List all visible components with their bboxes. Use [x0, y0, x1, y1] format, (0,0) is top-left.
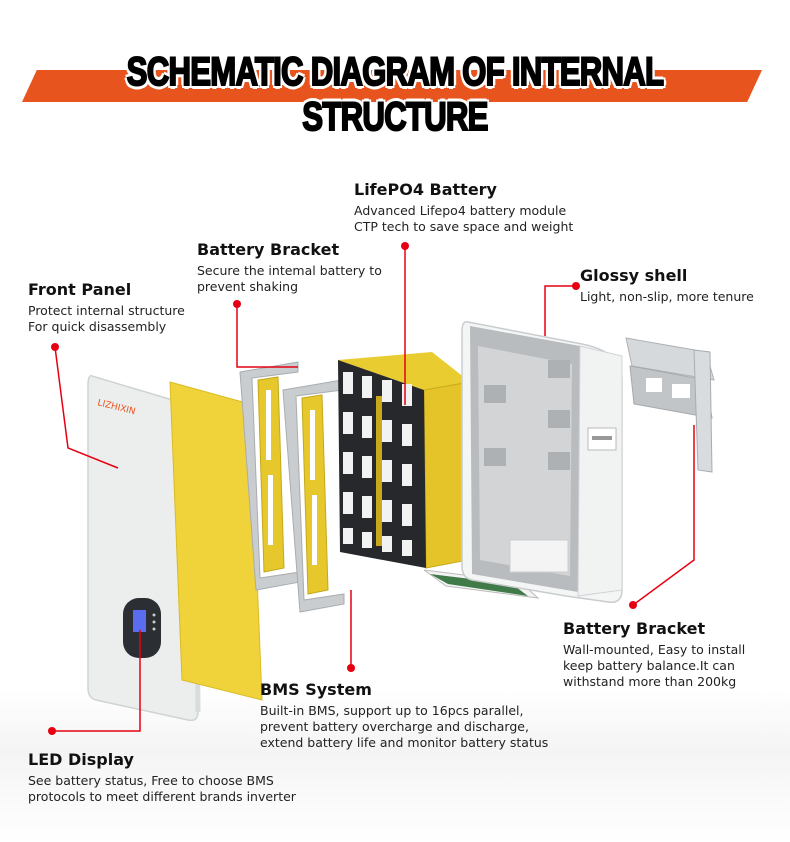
marker-dot-bms: [347, 664, 355, 672]
callout-title: LifePO4 Battery: [354, 180, 497, 199]
marker-dot-lifepo4: [401, 242, 409, 250]
callout-battery-bracket-inner: Battery Bracket Secure the intemal batte…: [197, 240, 382, 295]
marker-dot-glossy-shell: [572, 282, 580, 290]
callout-title: BMS System: [260, 680, 372, 699]
leader-glossy-shell: [544, 285, 576, 336]
callout-led-display: LED Display See battery status, Free to …: [28, 750, 296, 805]
title-banner: SCHEMATIC DIAGRAM OF INTERNAL STRUCTURE: [0, 0, 790, 140]
leader-bracket-inner: [236, 304, 298, 368]
callout-title: Glossy shell: [580, 266, 688, 285]
busbar: [376, 396, 382, 546]
floor-shadow: [0, 690, 790, 842]
marker-dot-led: [48, 727, 56, 735]
leader-bracket-wall: [632, 425, 695, 606]
callout-title: Battery Bracket: [197, 240, 340, 259]
wall-bracket-illustration: [625, 337, 715, 473]
leader-led: [52, 630, 141, 732]
callout-title: Front Panel: [28, 280, 132, 299]
page-title: SCHEMATIC DIAGRAM OF INTERNAL STRUCTURE: [126, 49, 665, 140]
marker-dot-bracket-wall: [629, 601, 637, 609]
callout-title: LED Display: [28, 750, 134, 769]
callout-lifepo4-battery: LifePO4 Battery Advanced Lifepo4 battery…: [354, 180, 573, 235]
marker-dot-front-panel: [51, 343, 59, 351]
led-screen: [133, 610, 146, 632]
banner-accent-bar: [22, 70, 762, 102]
callout-title: Battery Bracket: [563, 619, 706, 638]
callout-glossy-shell: Glossy shell Light, non-slip, more tenur…: [580, 266, 754, 305]
leader-front-panel: [54, 346, 119, 469]
glossy-shell-illustration: [461, 320, 623, 603]
callout-text: Light, non-slip, more tenure: [580, 289, 754, 304]
callout-bms-system: BMS System Built-in BMS, support up to 1…: [260, 680, 548, 751]
insulation-sheet: [169, 381, 263, 701]
callout-text: Built-in BMS, support up to 16pcs parall…: [260, 703, 549, 750]
marker-dot-bracket-inner: [233, 300, 241, 308]
callout-battery-bracket-wall: Battery Bracket Wall-mounted, Easy to in…: [563, 619, 745, 690]
battery-module-illustration: [338, 352, 471, 569]
inner-bracket-left: [239, 361, 301, 591]
